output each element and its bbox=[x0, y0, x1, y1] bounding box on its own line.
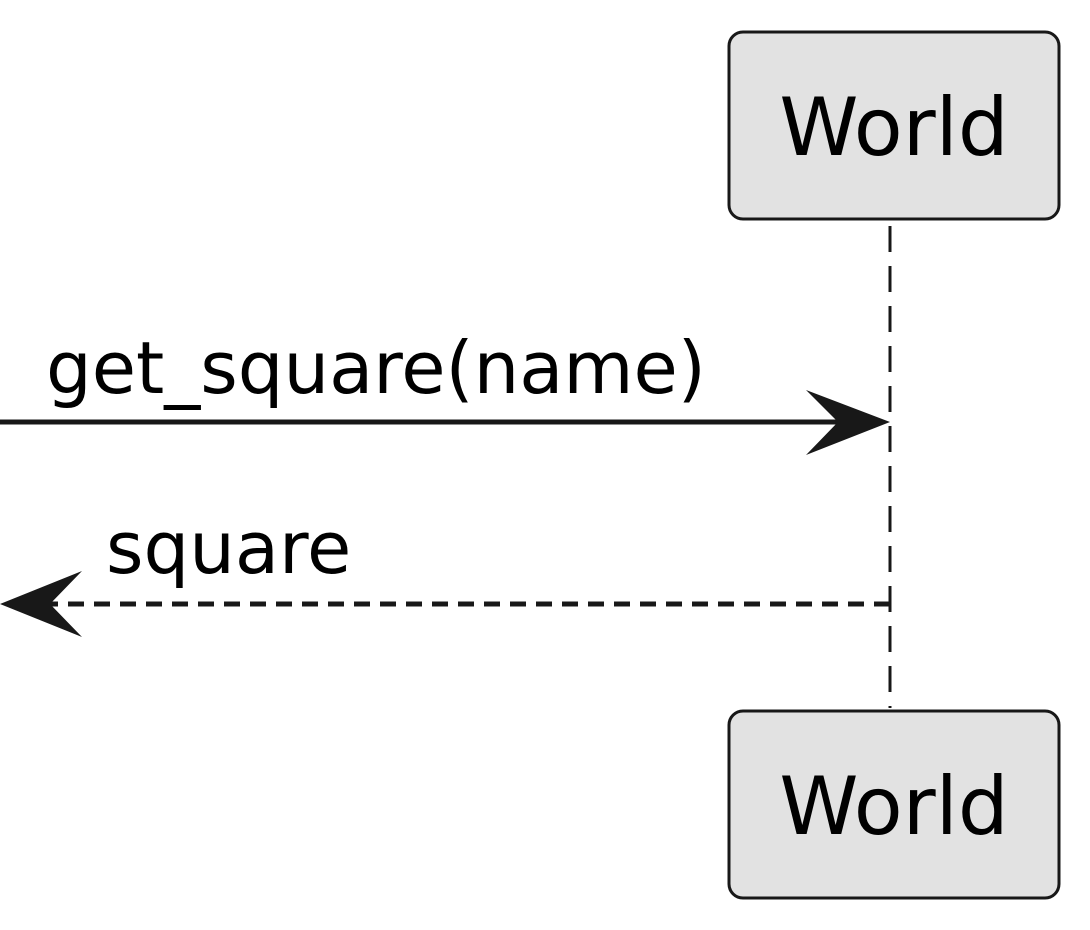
participant-box-bottom bbox=[727, 709, 1061, 900]
participant-label-bottom: World bbox=[779, 760, 1008, 853]
message-return-arrow-icon bbox=[0, 571, 82, 637]
participant-box-top bbox=[727, 30, 1061, 221]
message-return: square bbox=[0, 506, 890, 637]
message-return-label: square bbox=[106, 506, 351, 590]
participant-world-top: World bbox=[727, 30, 1061, 221]
participant-label-top: World bbox=[779, 81, 1008, 174]
message-call-label: get_square(name) bbox=[46, 326, 706, 410]
message-call: get_square(name) bbox=[0, 326, 890, 455]
message-call-arrow-icon bbox=[806, 390, 890, 455]
participant-world-bottom: World bbox=[727, 709, 1061, 900]
